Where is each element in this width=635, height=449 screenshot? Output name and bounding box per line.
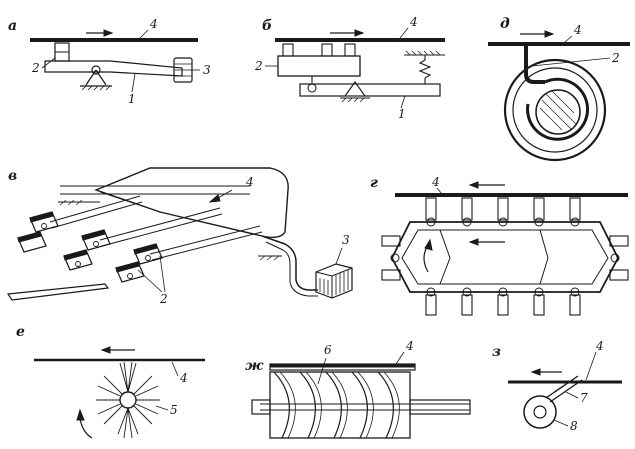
label-2: 2 (159, 292, 168, 306)
roller-8 (523, 395, 557, 429)
base-plate (6, 283, 110, 301)
arrow-head (100, 346, 111, 354)
gripper-top-row (425, 197, 581, 227)
panel-e-letter: е (16, 324, 25, 340)
sheet-4 (94, 167, 289, 239)
screw-drum-6 (251, 371, 471, 439)
label-1: 1 (128, 92, 136, 106)
label-7: 7 (580, 391, 588, 405)
label-4: 4 (245, 175, 254, 189)
panel-z: з 4 7 8 (492, 339, 622, 433)
lever-1 (299, 83, 441, 97)
drum (535, 89, 581, 135)
gripper-blocks-2 (17, 211, 163, 283)
arrow-head (530, 368, 541, 376)
label-4: 4 (573, 23, 582, 37)
label-2: 2 (254, 59, 263, 73)
label-4: 4 (595, 339, 604, 353)
label-8: 8 (570, 419, 578, 433)
gripper-bottom-row (425, 287, 581, 316)
arrow-head (468, 181, 479, 189)
panel-b: б 4 2 1 (254, 15, 445, 121)
label-4: 4 (179, 371, 188, 385)
arrow-head (208, 194, 221, 203)
panel-d: д 4 2 (488, 16, 630, 162)
chain-loop (390, 221, 620, 293)
scroll-housing (503, 58, 607, 162)
panel-g-letter: г (370, 175, 378, 191)
arrow-head (354, 29, 365, 37)
panel-g: г 4 (370, 175, 629, 316)
panel-zh-letter: ж (245, 358, 264, 374)
panel-e: е 4 5 (16, 324, 205, 439)
label-3: 3 (342, 233, 350, 247)
arrow-head (103, 29, 114, 37)
carriage-2 (277, 55, 361, 77)
panel-a: а 4 2 3 1 (8, 17, 211, 106)
arrow-head (544, 30, 555, 38)
lever-1 (44, 60, 183, 77)
panel-b-letter: б (262, 18, 272, 34)
label-4: 4 (409, 15, 418, 29)
label-1: 1 (398, 107, 406, 121)
blade-7 (545, 375, 583, 403)
label-4: 4 (405, 339, 414, 353)
label-2: 2 (31, 61, 40, 75)
panel-v-letter: в (8, 168, 17, 184)
label-5: 5 (170, 403, 178, 417)
label-4: 4 (149, 17, 158, 31)
drive-3 (315, 263, 353, 299)
label-4: 4 (431, 175, 440, 189)
spring (418, 55, 432, 84)
scroll-arm-2 (524, 46, 545, 84)
panel-a-letter: а (8, 18, 17, 34)
brush-5 (96, 361, 160, 439)
panel-v: в 4 (6, 167, 353, 306)
label-2: 2 (611, 51, 620, 65)
arrow-head (468, 238, 479, 246)
label-3: 3 (203, 63, 211, 77)
label-6: 6 (324, 343, 332, 357)
panel-zh: ж 4 6 (245, 339, 471, 439)
panel-z-letter: з (492, 344, 501, 360)
panel-d-letter: д (500, 16, 510, 32)
drive-link (261, 235, 318, 291)
pivot (91, 65, 101, 75)
